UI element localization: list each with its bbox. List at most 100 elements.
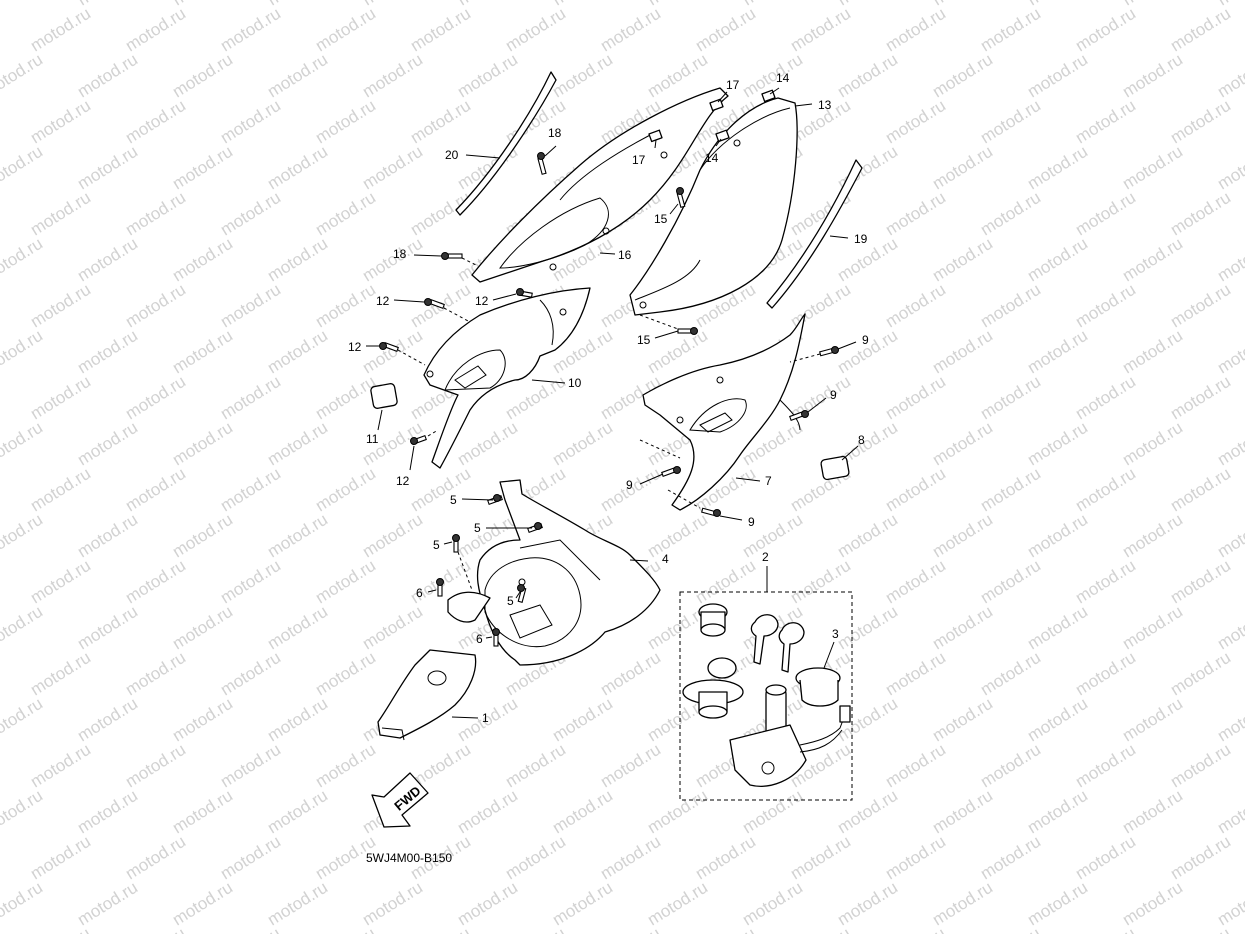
- watermark-text: motod.ru: [122, 556, 189, 608]
- nuts-14-17[interactable]: [648, 87, 780, 149]
- watermark-text: motod.ru: [834, 234, 901, 286]
- callout-9c: 9: [626, 478, 633, 492]
- watermark-text: motod.ru: [882, 648, 949, 700]
- keys: [750, 614, 805, 673]
- watermark-text: motod.ru: [882, 280, 949, 332]
- part-4-inner-panel[interactable]: [476, 479, 661, 666]
- watermark-text: motod.ru: [312, 924, 379, 934]
- watermark-text: motod.ru: [1024, 510, 1091, 562]
- part-1-cover[interactable]: [377, 649, 479, 741]
- callout-8: 8: [858, 433, 865, 447]
- part-13-side-cover-right[interactable]: [629, 97, 813, 316]
- part-10-lower-cover-left[interactable]: [423, 287, 591, 469]
- screws-12[interactable]: [366, 288, 533, 471]
- watermark-text: motod.ru: [217, 740, 284, 792]
- watermark-text: motod.ru: [122, 280, 189, 332]
- watermark-text: motod.ru: [977, 96, 1044, 148]
- watermark-text: motod.ru: [27, 740, 94, 792]
- watermark-text: motod.ru: [312, 4, 379, 56]
- watermark-text: motod.ru: [787, 832, 854, 884]
- watermark-text: motod.ru: [692, 556, 759, 608]
- watermark-text: motod.ru: [169, 234, 236, 286]
- screws-9[interactable]: [639, 341, 857, 521]
- watermark-text: motod.ru: [217, 556, 284, 608]
- part-11-pad-left[interactable]: [370, 383, 398, 431]
- screws-5-6[interactable]: [427, 494, 543, 647]
- watermark-text: motod.ru: [882, 832, 949, 884]
- watermark-text: motod.ru: [0, 694, 46, 746]
- screws-upper[interactable]: [413, 145, 698, 339]
- watermark-text: motod.ru: [27, 556, 94, 608]
- callout-17b: 17: [632, 153, 646, 167]
- watermark-text: motod.ru: [264, 142, 331, 194]
- watermark-text: motod.ru: [1119, 878, 1186, 930]
- part-2-lock-set[interactable]: [679, 566, 853, 801]
- watermark-text: motod.ru: [882, 740, 949, 792]
- watermark-text: motod.ru: [1072, 464, 1139, 516]
- watermark-text: motod.ru: [1214, 142, 1245, 194]
- watermark-text: motod.ru: [977, 188, 1044, 240]
- watermark-text: motod.ru: [1119, 418, 1186, 470]
- callout-14a: 14: [776, 71, 790, 85]
- callout-6b: 6: [476, 632, 483, 646]
- watermark-text: motod.ru: [1214, 326, 1245, 378]
- watermark-text: motod.ru: [264, 786, 331, 838]
- watermark-text: motod.ru: [1167, 280, 1234, 332]
- watermark-text: motod.ru: [359, 50, 426, 102]
- watermark-text: motod.ru: [217, 832, 284, 884]
- watermark-text: motod.ru: [1167, 188, 1234, 240]
- callout-5d: 5: [507, 594, 514, 608]
- watermark-text: motod.ru: [882, 4, 949, 56]
- watermark-text: motod.ru: [217, 96, 284, 148]
- watermark-text: motod.ru: [1119, 142, 1186, 194]
- watermark-text: motod.ru: [1214, 602, 1245, 654]
- diagram-code: 5WJ4M00-B150: [366, 851, 452, 865]
- watermark-text: motod.ru: [1214, 694, 1245, 746]
- watermark-text: motod.ru: [27, 4, 94, 56]
- part-20-trim-strip-left[interactable]: [455, 71, 557, 216]
- watermark-text: motod.ru: [502, 832, 569, 884]
- watermark-text: motod.ru: [1214, 50, 1245, 102]
- watermark-text: motod.ru: [882, 556, 949, 608]
- watermark-text: motod.ru: [217, 464, 284, 516]
- watermark-text: motod.ru: [312, 280, 379, 332]
- watermark-text: motod.ru: [27, 188, 94, 240]
- watermark-text: motod.ru: [1024, 234, 1091, 286]
- watermark-text: motod.ru: [597, 832, 664, 884]
- watermark-text: motod.ru: [1024, 142, 1091, 194]
- watermark-text: motod.ru: [27, 648, 94, 700]
- watermark-text: motod.ru: [929, 878, 996, 930]
- callout-9b: 9: [830, 388, 837, 402]
- watermark-text: motod.ru: [0, 510, 46, 562]
- part-8-pad-right[interactable]: [820, 445, 859, 481]
- watermark-text: motod.ru: [929, 418, 996, 470]
- watermark-text: motod.ru: [834, 878, 901, 930]
- watermark-text: motod.ru: [122, 372, 189, 424]
- watermark-text: motod.ru: [787, 280, 854, 332]
- watermark-text: motod.ru: [1024, 602, 1091, 654]
- watermark-text: motod.ru: [1167, 464, 1234, 516]
- callout-12b: 12: [475, 294, 489, 308]
- watermark-text: motod.ru: [977, 4, 1044, 56]
- watermark-text: motod.ru: [312, 372, 379, 424]
- watermark-text: motod.ru: [1024, 786, 1091, 838]
- watermark-text: motod.ru: [74, 510, 141, 562]
- watermark-text: motod.ru: [0, 786, 46, 838]
- watermark-text: motod.ru: [407, 96, 474, 148]
- watermark-text: motod.ru: [787, 556, 854, 608]
- watermark-text: motod.ru: [977, 648, 1044, 700]
- watermark-text: motod.ru: [1167, 4, 1234, 56]
- watermark-text: motod.ru: [407, 188, 474, 240]
- watermark-text: motod.ru: [0, 0, 46, 9]
- watermark-text: motod.ru: [549, 786, 616, 838]
- part-19-trim-strip-right[interactable]: [766, 159, 863, 309]
- watermark-text: motod.ru: [264, 418, 331, 470]
- watermark-text: motod.ru: [27, 464, 94, 516]
- callout-18b: 18: [393, 247, 407, 261]
- part-3-bezel[interactable]: [795, 641, 841, 707]
- callout-12d: 12: [396, 474, 410, 488]
- watermark-text: motod.ru: [929, 326, 996, 378]
- watermark-text: motod.ru: [264, 878, 331, 930]
- part-16-side-cover-left[interactable]: [471, 87, 729, 283]
